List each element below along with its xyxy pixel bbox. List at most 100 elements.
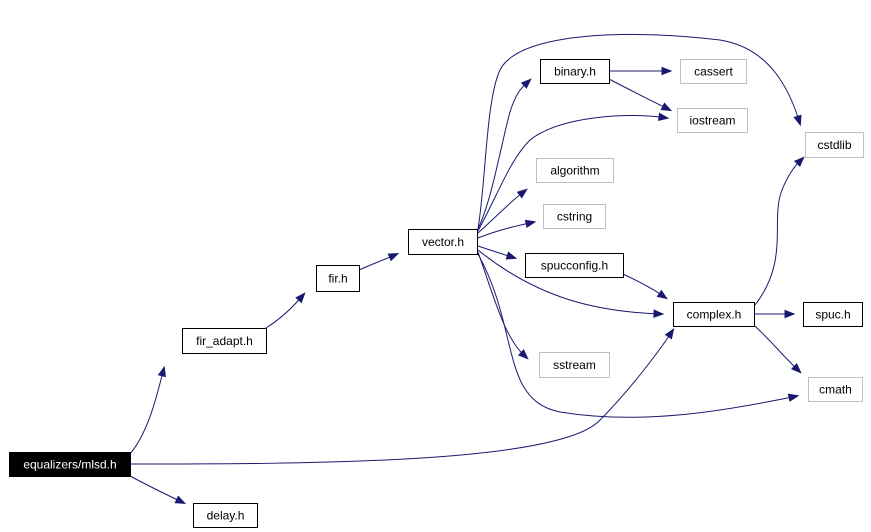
node-cstring: cstring [543, 204, 606, 229]
node-mlsd[interactable]: equalizers/mlsd.h [9, 452, 131, 477]
edge-line [129, 475, 185, 504]
edge-arrowhead [517, 349, 529, 360]
edge-arrowhead [516, 188, 528, 199]
edge-arrowhead [505, 251, 518, 260]
edge-arrowhead [664, 328, 675, 340]
edge-vector-to-cstdlib [477, 33, 802, 230]
node-box [182, 328, 267, 354]
edge-line [477, 115, 668, 232]
edge-vector-to-iostream [477, 112, 670, 232]
node-fir[interactable]: fir.h [316, 265, 360, 292]
edge-arrowhead [790, 363, 802, 374]
edge-arrowhead [658, 112, 670, 122]
edge-vector-to-spucconfig [477, 245, 518, 260]
node-cstdlib: cstdlib [805, 132, 864, 158]
edge-vector-to-binary [477, 78, 532, 230]
edge-arrowhead [793, 114, 802, 127]
edge-vector-to-cmath [477, 253, 800, 418]
node-box [9, 452, 131, 477]
edge-vector-to-complex [477, 249, 665, 318]
edge-arrowhead [794, 156, 805, 168]
edge-arrowhead [661, 66, 673, 76]
node-box [543, 204, 606, 229]
node-label: spucconfig.h [541, 259, 608, 273]
node-label: binary.h [554, 65, 596, 79]
edge-line [477, 251, 528, 359]
node-sstream: sstream [539, 352, 610, 378]
node-label: cstring [557, 210, 592, 224]
node-label: cmath [819, 383, 852, 397]
edge-line [477, 253, 798, 418]
node-label: cassert [694, 65, 733, 79]
node-cmath: cmath [808, 377, 863, 402]
node-label: complex.h [687, 308, 742, 322]
edges-layer [129, 33, 805, 505]
node-label: spuc.h [815, 308, 850, 322]
node-spucconfig[interactable]: spucconfig.h [525, 253, 624, 278]
node-box [408, 229, 478, 255]
edge-arrowhead [524, 219, 537, 228]
node-label: sstream [553, 358, 596, 372]
node-label: fir.h [328, 272, 347, 286]
edge-arrowhead [387, 253, 400, 262]
node-box [539, 352, 610, 378]
edge-line [477, 79, 531, 230]
node-box [193, 503, 258, 528]
edge-arrowhead [295, 292, 306, 304]
node-label: cstdlib [817, 138, 851, 152]
node-algorithm: algorithm [536, 158, 614, 183]
node-spuc[interactable]: spuc.h [803, 302, 863, 327]
edge-binary-to-cassert [609, 66, 673, 76]
edge-line [477, 249, 663, 315]
edge-line [477, 33, 801, 230]
edge-complex-to-cmath [754, 325, 802, 374]
node-box [805, 132, 864, 158]
node-vector[interactable]: vector.h [408, 229, 478, 255]
edge-line [129, 367, 165, 455]
edge-arrowhead [157, 365, 166, 378]
edge-line [754, 157, 804, 306]
edge-spucconfig-to-complex [622, 273, 668, 300]
node-delay[interactable]: delay.h [193, 503, 258, 528]
edge-arrowhead [520, 78, 532, 89]
edge-arrowhead [787, 393, 800, 402]
edge-binary-to-iostream [608, 78, 673, 112]
node-label: fir_adapt.h [196, 334, 253, 348]
edge-vector-to-algorithm [477, 188, 528, 234]
node-label: algorithm [550, 164, 599, 178]
edge-mlsd-to-fir_adapt [129, 365, 166, 455]
node-complex[interactable]: complex.h [673, 302, 755, 327]
node-box [677, 108, 748, 133]
edge-arrowhead [174, 495, 187, 505]
edge-arrowhead [660, 102, 673, 112]
node-box [540, 59, 610, 84]
edge-line [129, 329, 674, 465]
node-box [316, 265, 360, 292]
node-label: iostream [689, 114, 735, 128]
edge-line [754, 325, 801, 373]
node-cassert: cassert [680, 59, 747, 84]
node-iostream: iostream [677, 108, 748, 133]
node-label: delay.h [207, 509, 245, 523]
edge-arrowhead [656, 289, 668, 300]
node-binary[interactable]: binary.h [540, 59, 610, 84]
node-fir_adapt[interactable]: fir_adapt.h [182, 328, 267, 354]
node-box [680, 59, 747, 84]
edge-arrowhead [653, 309, 665, 318]
edge-complex-to-cstdlib [754, 156, 805, 306]
node-label: equalizers/mlsd.h [23, 458, 116, 472]
edge-vector-to-cstring [477, 219, 537, 239]
node-box [525, 253, 624, 278]
edge-fir-to-vector [358, 253, 400, 271]
edge-fir_adapt-to-fir [265, 292, 306, 329]
edge-line [477, 221, 535, 239]
node-box [803, 302, 863, 327]
node-box [808, 377, 863, 402]
node-box [673, 302, 755, 327]
nodes-layer: equalizers/mlsd.h fir_adapt.h delay.h fir.h… [9, 59, 864, 528]
edge-arrowhead [784, 309, 796, 319]
node-box [536, 158, 614, 183]
edge-vector-to-sstream [477, 251, 529, 360]
edge-complex-to-spuc [755, 309, 796, 319]
